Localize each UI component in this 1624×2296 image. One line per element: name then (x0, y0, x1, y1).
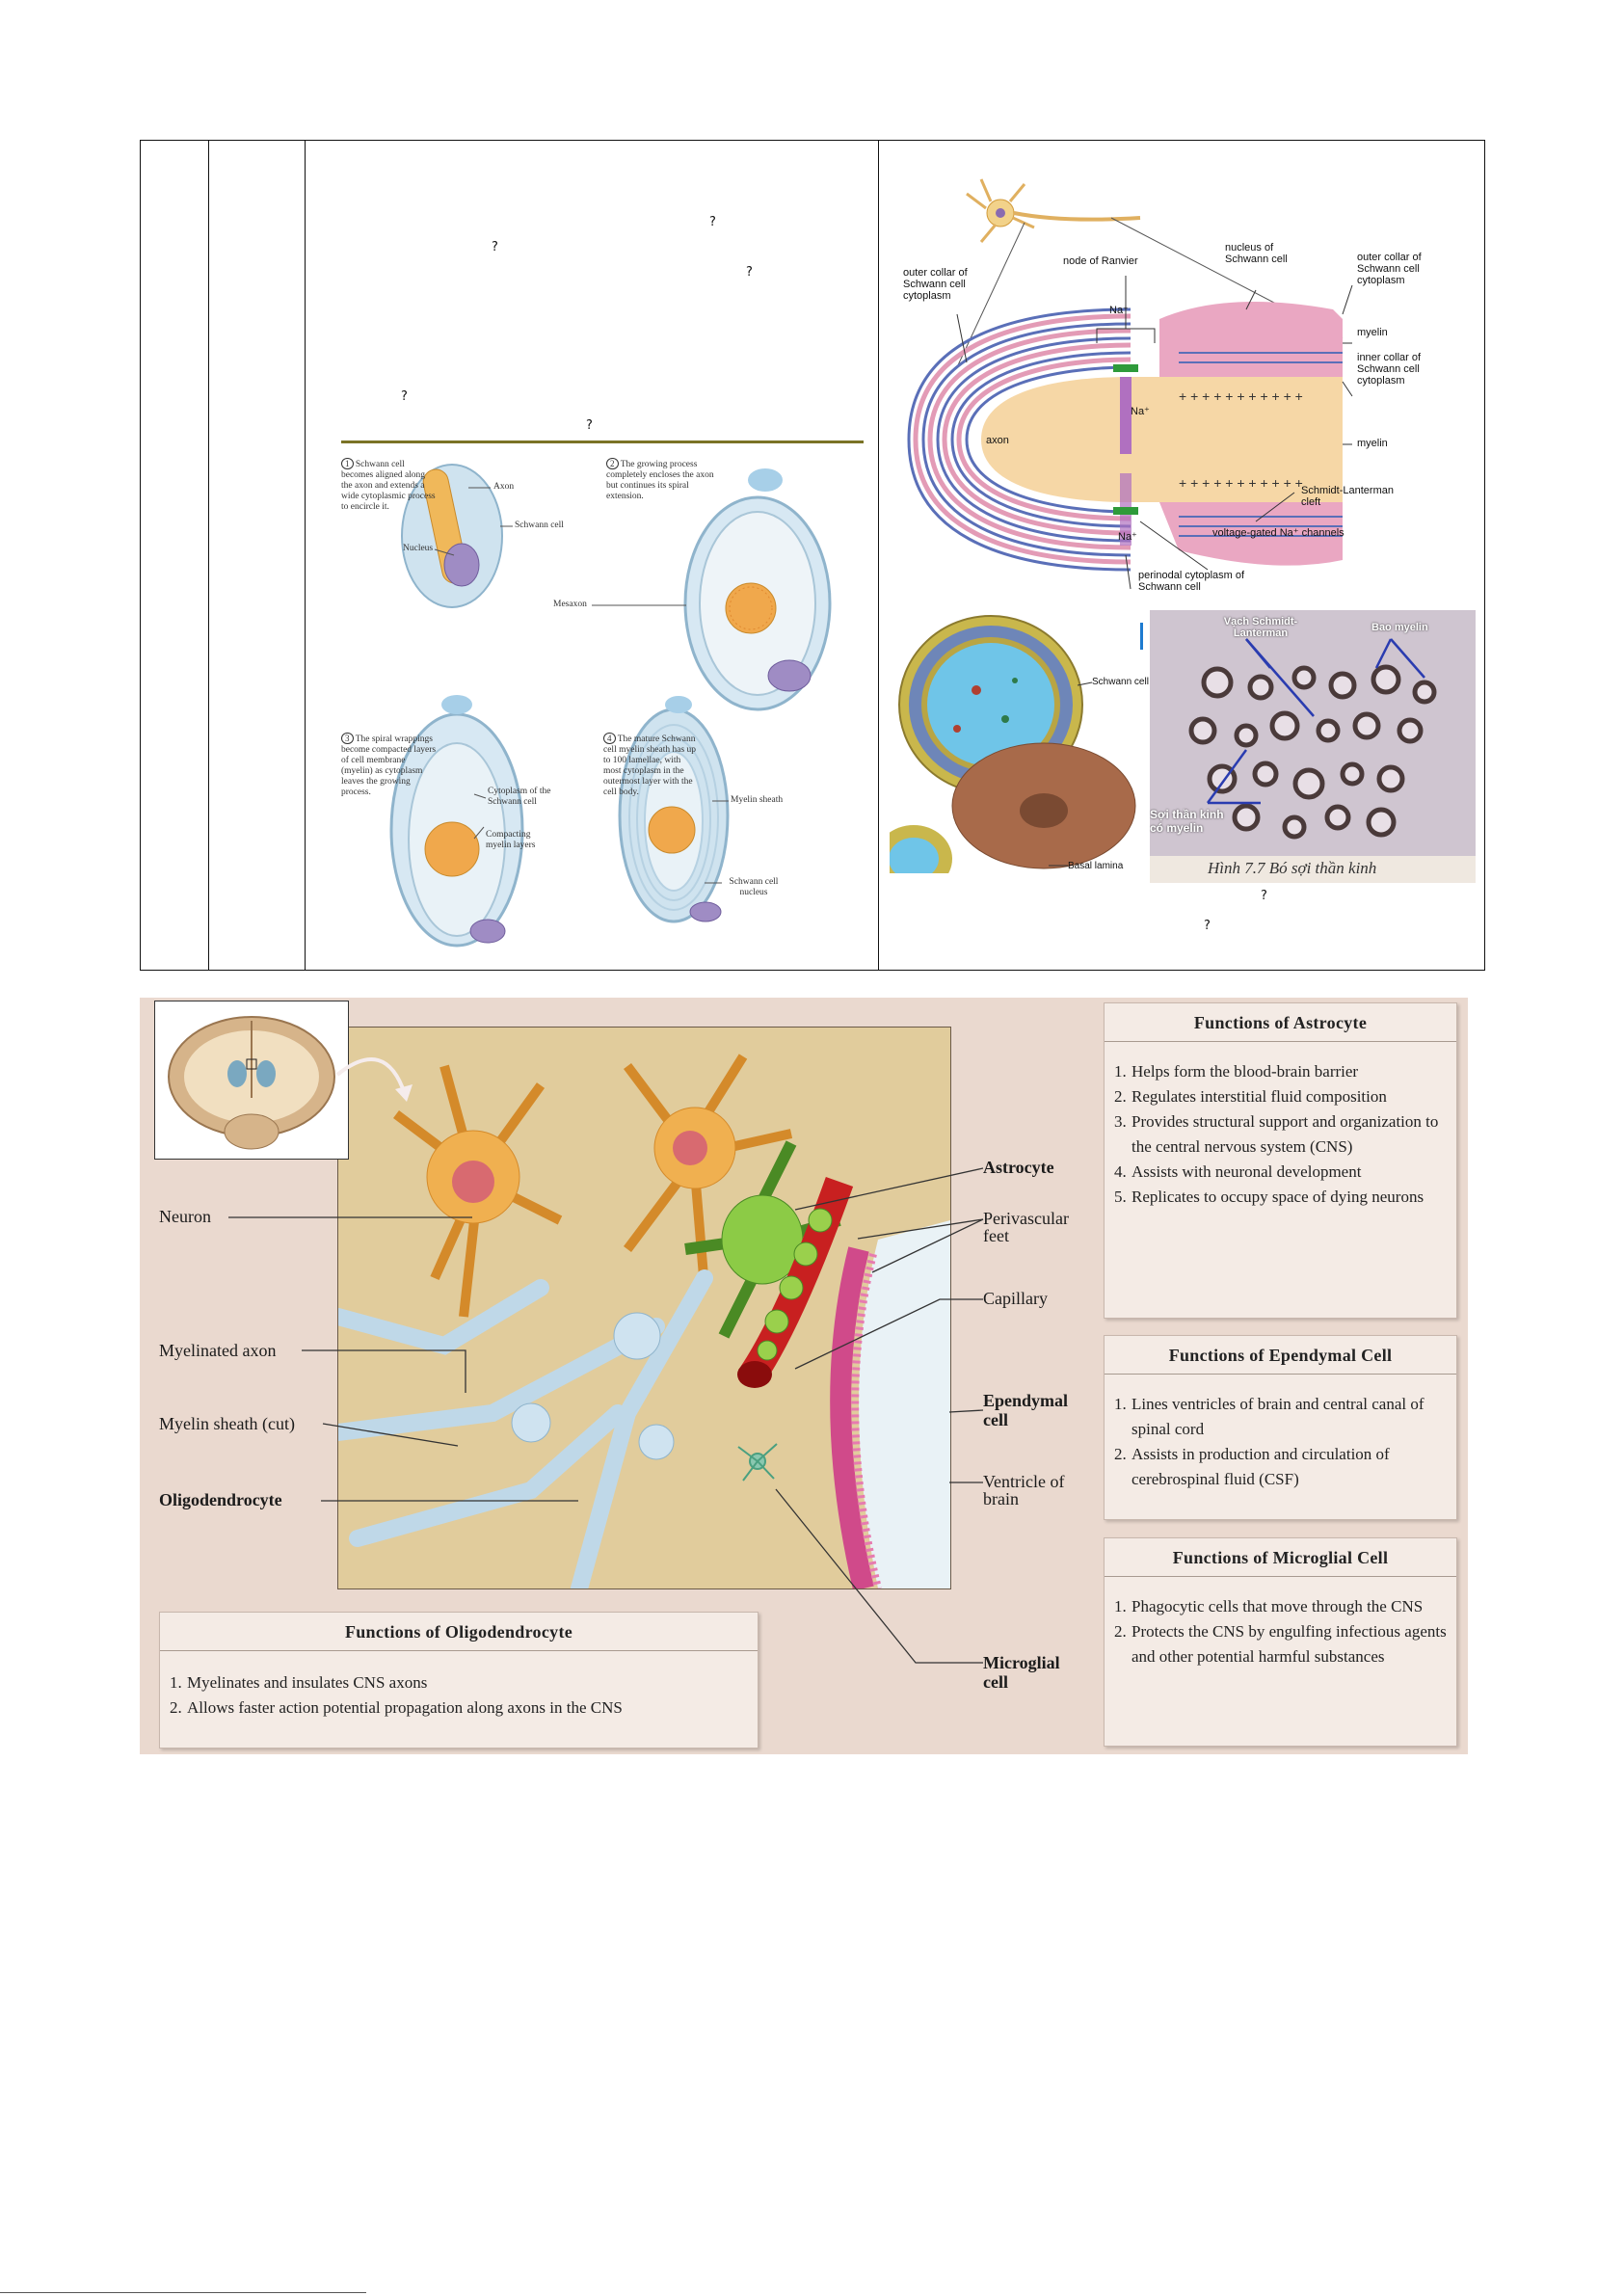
astrocyte-functions-list: 1.Helps form the blood-brain barrier 2.R… (1105, 1042, 1456, 1210)
cross-section-illustration (890, 613, 1150, 873)
svg-text:+ + + + + + + + + + +: + + + + + + + + + + + (1179, 388, 1303, 404)
list-item: 2.Protects the CNS by engulfing infectio… (1114, 1622, 1447, 1666)
missing-glyph: ? (401, 389, 408, 404)
photo-label-bao: Bao myelin (1371, 622, 1428, 633)
label-perivascular-feet: Perivascular feet (983, 1209, 1069, 1245)
missing-glyph: ? (709, 215, 716, 229)
column-divider (208, 141, 209, 970)
label-nucleus: Nucleus (403, 544, 434, 553)
schwann-myelination-illustration (389, 464, 832, 948)
neuroglia-panel: Neuron Myelinated axon Myelin sheath (cu… (140, 998, 1468, 1754)
label-neuron: Neuron (159, 1207, 211, 1226)
missing-glyph: ? (1261, 889, 1267, 903)
label-schwann-cell-cs: Schwann cell (1092, 677, 1149, 687)
label-outer-collar-left: outer collar of Schwann cell cytoplasm (903, 267, 968, 302)
accent-mark (1140, 623, 1143, 650)
figure-rule (341, 441, 864, 443)
step-1-text: 1 Schwann cell becomes aligned along the… (341, 458, 436, 512)
ependymal-functions-title: Functions of Ependymal Cell (1105, 1336, 1456, 1375)
neuroglia-drawing (338, 1028, 950, 1589)
label-node-of-ranvier: node of Ranvier (1063, 255, 1138, 267)
coronal-brain-section (168, 1016, 335, 1150)
content-table: ? ? ? ? ? (140, 140, 1485, 971)
nerve-bundle-photo: Vạch Schmidt-Lanterman Bao myelin Sợi th… (1150, 610, 1476, 883)
label-microglial-cell: Microglial cell (983, 1653, 1060, 1692)
label-schwann-nucleus: Schwann cell nucleus (729, 877, 779, 897)
neuroglia-illustration (337, 1027, 951, 1589)
label-cytoplasm: Cytoplasm of the Schwann cell (488, 787, 551, 807)
photo-caption: Hình 7.7 Bó sợi thần kinh (1208, 859, 1377, 877)
step-4-text: 4 The mature Schwann cell myelin sheath … (603, 733, 697, 797)
nerve-bundle-micrograph (1150, 610, 1476, 883)
label-axon: axon (986, 435, 1009, 446)
microglial-functions-box: Functions of Microglial Cell 1.Phagocyti… (1104, 1537, 1457, 1747)
label-axon: Axon (493, 482, 515, 492)
label-voltage-gated: voltage-gated Na⁺ channels (1212, 527, 1344, 539)
label-perinodal: perinodal cytoplasm of Schwann cell (1138, 570, 1245, 593)
list-item: 5.Replicates to occupy space of dying ne… (1114, 1188, 1424, 1206)
microglial-functions-list: 1.Phagocytic cells that move through the… (1105, 1577, 1456, 1669)
oligodendrocyte-functions-list: 1.Myelinates and insulates CNS axons 2.A… (160, 1651, 758, 1721)
ependymal-functions-list: 1.Lines ventricles of brain and central … (1105, 1375, 1456, 1492)
footnote-rule (0, 2292, 366, 2293)
photo-label-soi: Sợi thần kinh có myelin (1150, 808, 1224, 835)
label-schwann-cell: Schwann cell (515, 521, 564, 530)
step-2-text: 2 The growing process completely enclose… (606, 458, 714, 501)
list-item: 4.Assists with neuronal development (1114, 1162, 1362, 1181)
label-myelin-sheath-cut: Myelin sheath (cut) (159, 1414, 295, 1433)
label-myelinated-axon: Myelinated axon (159, 1341, 277, 1360)
missing-glyph: ? (746, 265, 753, 280)
label-ependymal-cell: Ependymal cell (983, 1391, 1069, 1429)
label-outer-collar-right: outer collar of Schwann cell cytoplasm (1357, 252, 1422, 286)
panel-leader-lines (228, 1167, 984, 1664)
list-item: 1.Helps form the blood-brain barrier (1114, 1062, 1359, 1081)
astrocyte-functions-title: Functions of Astrocyte (1105, 1003, 1456, 1042)
label-na-top: Na⁺ (1109, 305, 1129, 316)
label-inner-collar: inner collar of Schwann cell cytoplasm (1357, 352, 1422, 387)
label-myelin-1: myelin (1357, 327, 1388, 338)
astrocyte-functions-box: Functions of Astrocyte 1.Helps form the … (1104, 1002, 1457, 1319)
list-item: 2.Assists in production and circulation … (1114, 1445, 1390, 1488)
label-mesaxon: Mesaxon (553, 600, 587, 609)
cross-section-figure: Schwann cell Basal lamina (890, 613, 1150, 873)
microglial-functions-title: Functions of Microglial Cell (1105, 1538, 1456, 1577)
label-ventricle-of-brain: Ventricle of brain (983, 1472, 1065, 1508)
list-item: 1.Phagocytic cells that move through the… (1114, 1597, 1424, 1615)
column-divider (878, 141, 879, 970)
label-compacting: Compacting myelin layers (486, 830, 536, 850)
list-item: 1.Myelinates and insulates CNS axons (170, 1673, 428, 1692)
oligodendrocyte-functions-title: Functions of Oligodendrocyte (160, 1613, 758, 1651)
label-na-mid: Na⁺ (1131, 406, 1150, 417)
missing-glyph: ? (586, 418, 593, 433)
label-nucleus-schwann: nucleus of Schwann cell (1225, 242, 1288, 265)
missing-glyph: ? (1204, 919, 1211, 933)
label-capillary: Capillary (983, 1289, 1048, 1308)
brain-inset (154, 1001, 349, 1160)
ependymal-functions-box: Functions of Ependymal Cell 1.Lines vent… (1104, 1335, 1457, 1520)
schwann-myelination-figure: 1 Schwann cell becomes aligned along the… (341, 458, 876, 965)
oligodendrocyte-functions-box: Functions of Oligodendrocyte 1.Myelinate… (159, 1612, 759, 1749)
label-na-bottom: Na⁺ (1118, 531, 1137, 543)
list-item: 1.Lines ventricles of brain and central … (1114, 1395, 1424, 1438)
list-item: 2.Regulates interstitial fluid compositi… (1114, 1087, 1387, 1106)
column-divider (305, 141, 306, 970)
missing-glyph: ? (492, 240, 498, 254)
label-schmidt-lanterman: Schmidt-Lanterman cleft (1301, 485, 1394, 508)
label-astrocyte: Astrocyte (983, 1158, 1054, 1177)
list-item: 3.Provides structural support and organi… (1114, 1112, 1439, 1156)
list-item: 2.Allows faster action potential propaga… (170, 1698, 623, 1717)
inset-arrow (335, 1057, 413, 1102)
svg-text:+ + + + + + + + + + +: + + + + + + + + + + + (1179, 475, 1303, 491)
photo-label-vach: Vạch Schmidt-Lanterman (1223, 616, 1298, 639)
label-basal-lamina: Basal lamina (1068, 861, 1124, 871)
step-3-text: 3 The spiral wrappings become compacted … (341, 733, 437, 797)
label-oligodendrocyte: Oligodendrocyte (159, 1490, 282, 1509)
label-myelin-2: myelin (1357, 438, 1388, 449)
label-myelin-sheath: Myelin sheath (731, 795, 784, 805)
